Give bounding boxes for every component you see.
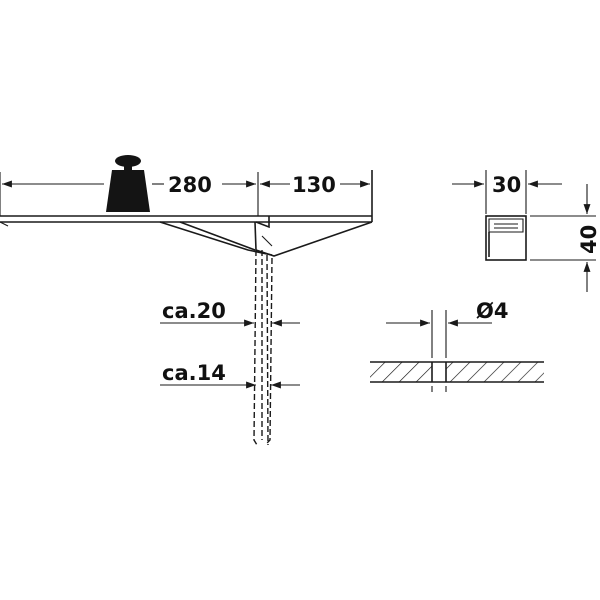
shelf-board <box>0 170 373 227</box>
dimension-ca20-label: ca.20 <box>162 299 226 323</box>
profile-cross-section: 30 40 <box>452 170 600 292</box>
dimension-shelf-right: 130 <box>260 173 370 197</box>
dimension-280-label: 280 <box>168 173 212 197</box>
dimension-hole-diameter: Ø4 <box>386 299 508 327</box>
dimension-ca14-label: ca.14 <box>162 361 226 385</box>
dimension-profile-width: 30 <box>452 173 562 197</box>
bracket <box>159 216 373 257</box>
dimension-pin-bottom: ca.14 <box>160 361 300 389</box>
weight-icon <box>106 155 150 212</box>
dimension-o4-label: Ø4 <box>476 299 508 323</box>
dimension-pin-top: ca.20 <box>160 299 300 327</box>
dimension-40-label: 40 <box>577 225 600 254</box>
dimension-shelf-left: 280 <box>2 173 256 197</box>
dimension-130-label: 130 <box>292 173 336 197</box>
drill-hole-section: Ø4 <box>370 299 544 392</box>
wall-pin <box>253 249 273 446</box>
dimension-profile-height: 40 <box>577 184 600 292</box>
shelf-side-view: 280 130 ca.20 ca.14 <box>0 155 373 446</box>
dimension-30-label: 30 <box>492 173 521 197</box>
